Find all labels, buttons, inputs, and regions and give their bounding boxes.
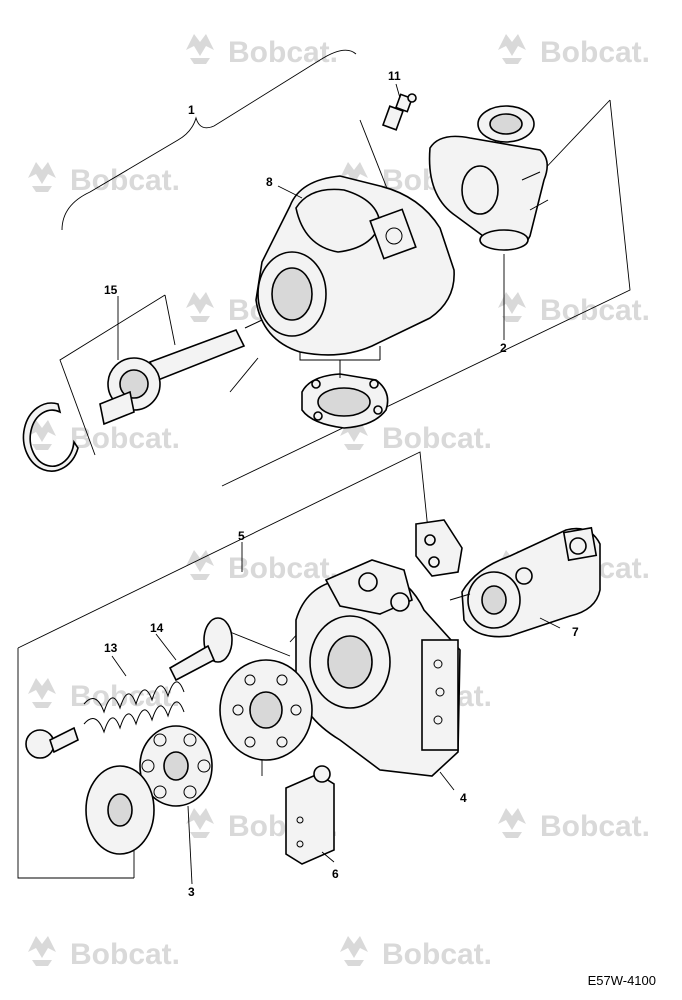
bobcat-logo-icon [498,808,526,838]
callout-1: 1 [188,103,195,117]
watermark-16: Bobcat. [340,936,492,971]
figure-reference-code: E57W-4100 [587,973,656,988]
watermark-14: Bobcat. [498,808,650,843]
watermark-text: Bobcat. [540,36,650,69]
part-5-bracket [415,519,463,577]
watermark-9: Bobcat. [186,550,338,585]
group-1-brace [61,49,357,231]
seal-plate [301,360,389,429]
callout-14: 14 [150,621,164,635]
leader-lines [111,83,561,885]
watermark-text: Bobcat. [70,938,180,971]
watermark-7: Bobcat. [28,420,180,455]
part-2-cover [428,105,549,251]
watermark-2: Bobcat. [498,34,650,69]
watermark-3: Bobcat. [28,162,180,197]
callout-5: 5 [238,529,245,543]
callout-11: 11 [388,69,401,83]
callout-6: 6 [332,867,339,881]
watermark-text: Bobcat. [70,422,180,455]
part-7-gear-pump [449,526,601,638]
part-8-housing [255,175,455,361]
callout-7: 7 [572,625,579,639]
bobcat-logo-icon [186,292,214,322]
callout-2: 2 [500,341,507,355]
part-6-valve-block [285,765,335,865]
part-3-rotating-group [85,659,313,855]
part-11-fitting [381,93,417,131]
callout-13: 13 [104,641,118,655]
bobcat-logo-icon [28,936,56,966]
bobcat-logo-icon [28,678,56,708]
watermark-text: Bobcat. [382,938,492,971]
callout-3: 3 [188,885,195,899]
watermark-6: Bobcat. [498,292,650,327]
callout-8: 8 [266,175,273,189]
watermark-text: Bobcat. [382,422,492,455]
callout-15: 15 [104,283,118,297]
watermark-text: Bobcat. [540,810,650,843]
bobcat-logo-icon [28,162,56,192]
watermark-text: Bobcat. [228,36,338,69]
part-4-pump-body [295,559,461,777]
watermark-1: Bobcat. [186,34,338,69]
bobcat-logo-icon [186,34,214,64]
part-15-shaft [22,294,263,472]
part-14-plunger [168,617,233,682]
bobcat-logo-icon [498,292,526,322]
bobcat-logo-icon [186,808,214,838]
watermark-15: Bobcat. [28,936,180,971]
part-13-spring [25,681,185,759]
callout-4: 4 [460,791,467,805]
watermark-text: Bobcat. [228,552,338,585]
watermark-text: Bobcat. [540,294,650,327]
watermark-8: Bobcat. [340,420,492,455]
bobcat-logo-icon [498,34,526,64]
watermark-text: Bobcat. [70,164,180,197]
bobcat-logo-icon [340,936,368,966]
